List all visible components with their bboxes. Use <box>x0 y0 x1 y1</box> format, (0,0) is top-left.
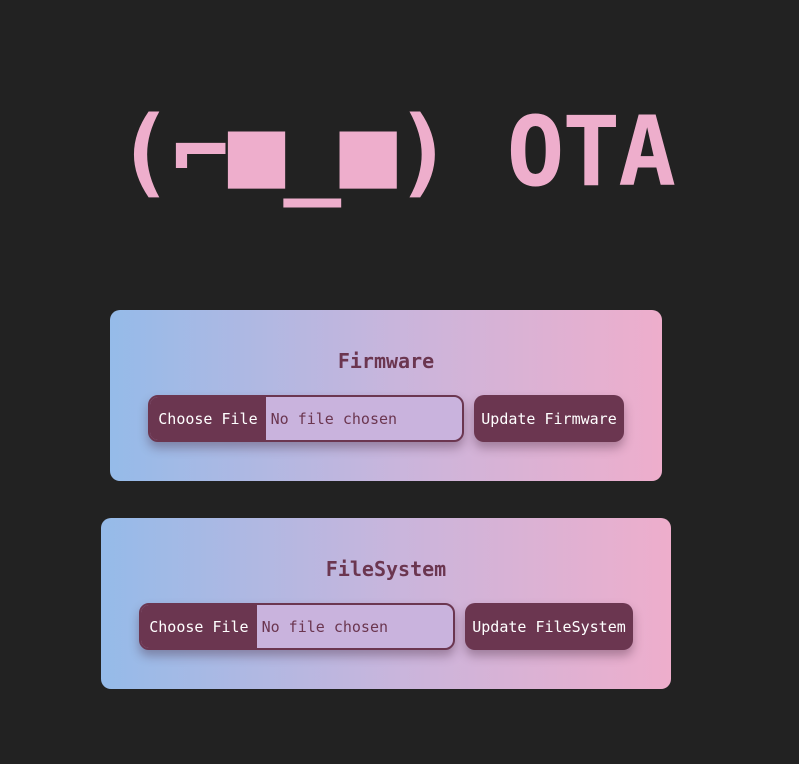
update-firmware-button[interactable]: Update Firmware <box>474 395 624 442</box>
firmware-heading: Firmware <box>337 349 435 373</box>
page-title: (⌐■_■) OTA <box>116 96 676 208</box>
filesystem-heading: FileSystem <box>325 557 447 581</box>
firmware-controls: Choose File No file chosen Update Firmwa… <box>110 395 662 442</box>
filesystem-choose-file-button[interactable]: Choose File <box>141 605 257 648</box>
filesystem-controls: Choose File No file chosen Update FileSy… <box>101 603 671 650</box>
firmware-file-input[interactable]: Choose File No file chosen <box>148 395 465 442</box>
filesystem-file-status: No file chosen <box>261 617 389 636</box>
firmware-card: Firmware Choose File No file chosen Upda… <box>110 310 662 481</box>
firmware-choose-file-button[interactable]: Choose File <box>150 397 266 440</box>
firmware-file-status: No file chosen <box>270 409 398 428</box>
filesystem-file-input[interactable]: Choose File No file chosen <box>139 603 456 650</box>
update-filesystem-button[interactable]: Update FileSystem <box>465 603 633 650</box>
filesystem-card: FileSystem Choose File No file chosen Up… <box>101 518 671 689</box>
